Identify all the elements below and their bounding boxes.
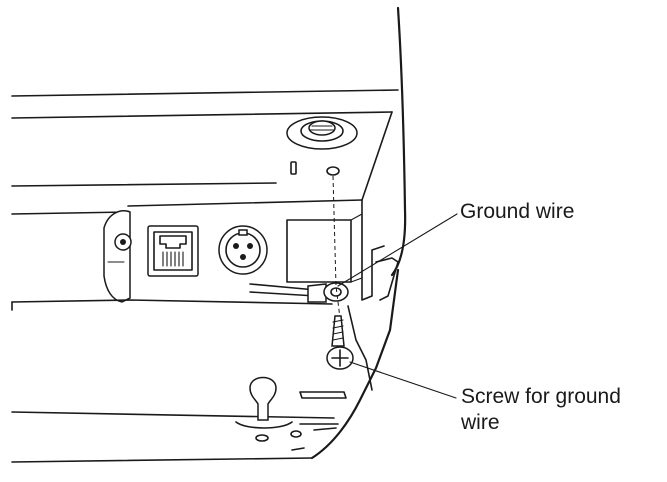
slot-marks — [290, 161, 340, 176]
cover-right-edge — [390, 6, 407, 277]
ground-plate — [286, 213, 363, 283]
screw-label: Screw for ground wire — [461, 384, 621, 436]
rear-panel-top — [127, 199, 363, 207]
base-inner-edge — [347, 305, 373, 391]
left-latch — [103, 210, 132, 303]
channel-line-bottom — [11, 211, 129, 215]
upper-panel-top — [11, 111, 393, 119]
ground-wire-label: Ground wire — [460, 200, 575, 223]
base-openings — [255, 391, 347, 451]
screw-label-line2: wire — [461, 411, 500, 434]
keyhole-mount — [235, 376, 293, 429]
screw-icon — [326, 315, 354, 370]
screw-label-line1: Screw for ground — [461, 385, 621, 408]
alignment-line — [332, 175, 341, 319]
ground-wire-cable — [249, 283, 317, 297]
leader-screw — [349, 361, 457, 399]
side-panel — [361, 199, 385, 301]
base-step — [11, 411, 335, 419]
power-connector-icon — [218, 225, 268, 275]
lower-body-top — [11, 299, 333, 305]
base-slant-edge — [310, 268, 400, 460]
leader-ground-wire — [337, 213, 458, 287]
channel-line-top — [11, 182, 277, 187]
modular-jack-icon — [147, 225, 199, 277]
top-surface-line — [11, 89, 399, 97]
side-flange — [375, 257, 399, 301]
base-front-edge — [11, 457, 313, 463]
ground-wire-lug — [307, 282, 349, 303]
mounting-knob — [286, 116, 358, 150]
panel-right-slant — [361, 111, 393, 201]
